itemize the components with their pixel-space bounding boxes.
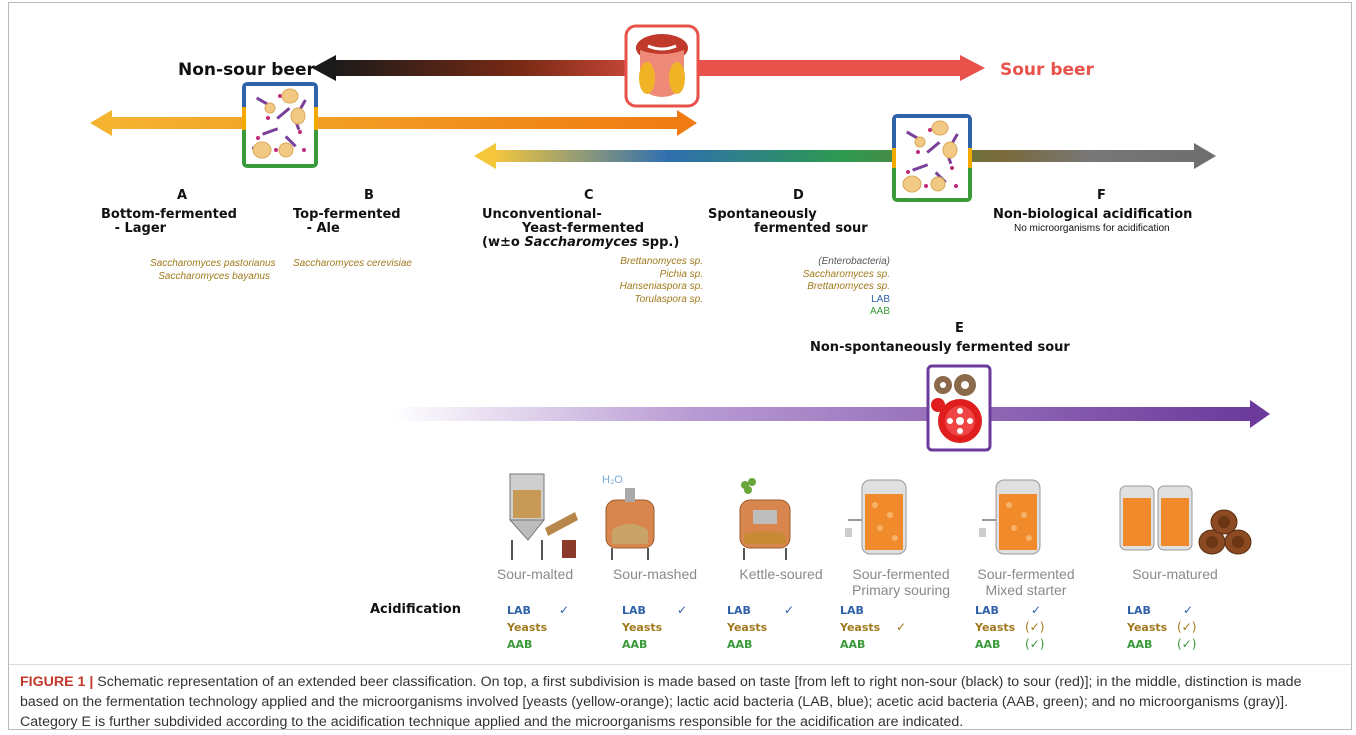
category-title: Non-spontaneously fermented sour: [810, 340, 1070, 355]
caption-label: FIGURE 1 |: [20, 674, 94, 690]
category-letter: C: [584, 188, 594, 203]
kettle-icon: [739, 478, 791, 560]
species-list: Saccharomyces pastorianus Saccharomyces …: [150, 258, 276, 282]
category-title: Unconventional- Yeast-fermented (w±o Sac…: [482, 207, 680, 250]
process-name: Sour-matured: [1132, 566, 1218, 582]
species-list: (Enterobacteria) Saccharomyces sp. Brett…: [802, 256, 890, 317]
gears-icon: [926, 364, 992, 452]
acidification-table: LAB Yeasts AAB ✓: [622, 603, 688, 651]
category-letter: A: [177, 188, 188, 203]
process-name: Sour-fermented Mixed starter: [977, 566, 1075, 598]
barrel-aging-icon: [1119, 485, 1252, 555]
process-name: Kettle-soured: [739, 566, 823, 582]
microorganism-arrow: [474, 143, 1216, 169]
category-letter: B: [364, 188, 374, 203]
category-subtitle: No microorganisms for acidification: [1014, 223, 1170, 234]
fermenter-icon: [845, 479, 907, 555]
category-title: Bottom-fermented - Lager: [101, 207, 237, 236]
microbes-icon: [242, 82, 318, 168]
species-list: Saccharomyces cerevisiae: [293, 258, 412, 269]
mash-tun-icon: [605, 488, 655, 560]
category-title: Non-biological acidification: [993, 207, 1193, 222]
fermenter-icon: [979, 479, 1041, 555]
acidification-table: LAB Yeasts AAB ✓: [727, 603, 795, 651]
species-list: Brettanomyces sp. Pichia sp. Hanseniaspo…: [619, 256, 703, 305]
acidification-table: LAB Yeasts AAB ✓ (✓) (✓): [1127, 603, 1197, 651]
sour-label: Sour beer: [1000, 60, 1094, 80]
acidification-label: Acidification: [370, 602, 461, 617]
category-title: Spontaneously fermented sour: [708, 207, 868, 236]
acidification-arrow: [392, 400, 1270, 428]
category-letter: E: [955, 321, 964, 336]
microbes-icon: [892, 114, 972, 202]
sour-malted-icon: [508, 473, 578, 560]
tongue-icon: [624, 24, 700, 108]
process-name: Sour-malted: [496, 566, 574, 582]
yeast-arrow: [90, 110, 697, 136]
category-letter: D: [793, 188, 804, 203]
acidification-table: LAB Yeasts AAB ✓: [840, 604, 907, 651]
category-letter: F: [1097, 188, 1106, 203]
acidification-table: LAB Yeasts AAB ✓ (✓) (✓): [975, 603, 1045, 651]
caption-text: Schematic representation of an extended …: [20, 674, 1302, 730]
process-name: Sour-fermented Primary souring: [851, 566, 951, 598]
figure-caption: FIGURE 1 | Schematic representation of a…: [20, 672, 1336, 732]
category-title: Top-fermented - Ale: [293, 207, 401, 236]
caption-divider: [9, 664, 1351, 665]
process-name: Sour-mashed: [612, 566, 698, 582]
h2o-label: H₂O: [602, 474, 623, 486]
acidification-table: LAB Yeasts AAB ✓: [507, 603, 570, 651]
non-sour-label: Non-sour beer: [178, 60, 315, 80]
